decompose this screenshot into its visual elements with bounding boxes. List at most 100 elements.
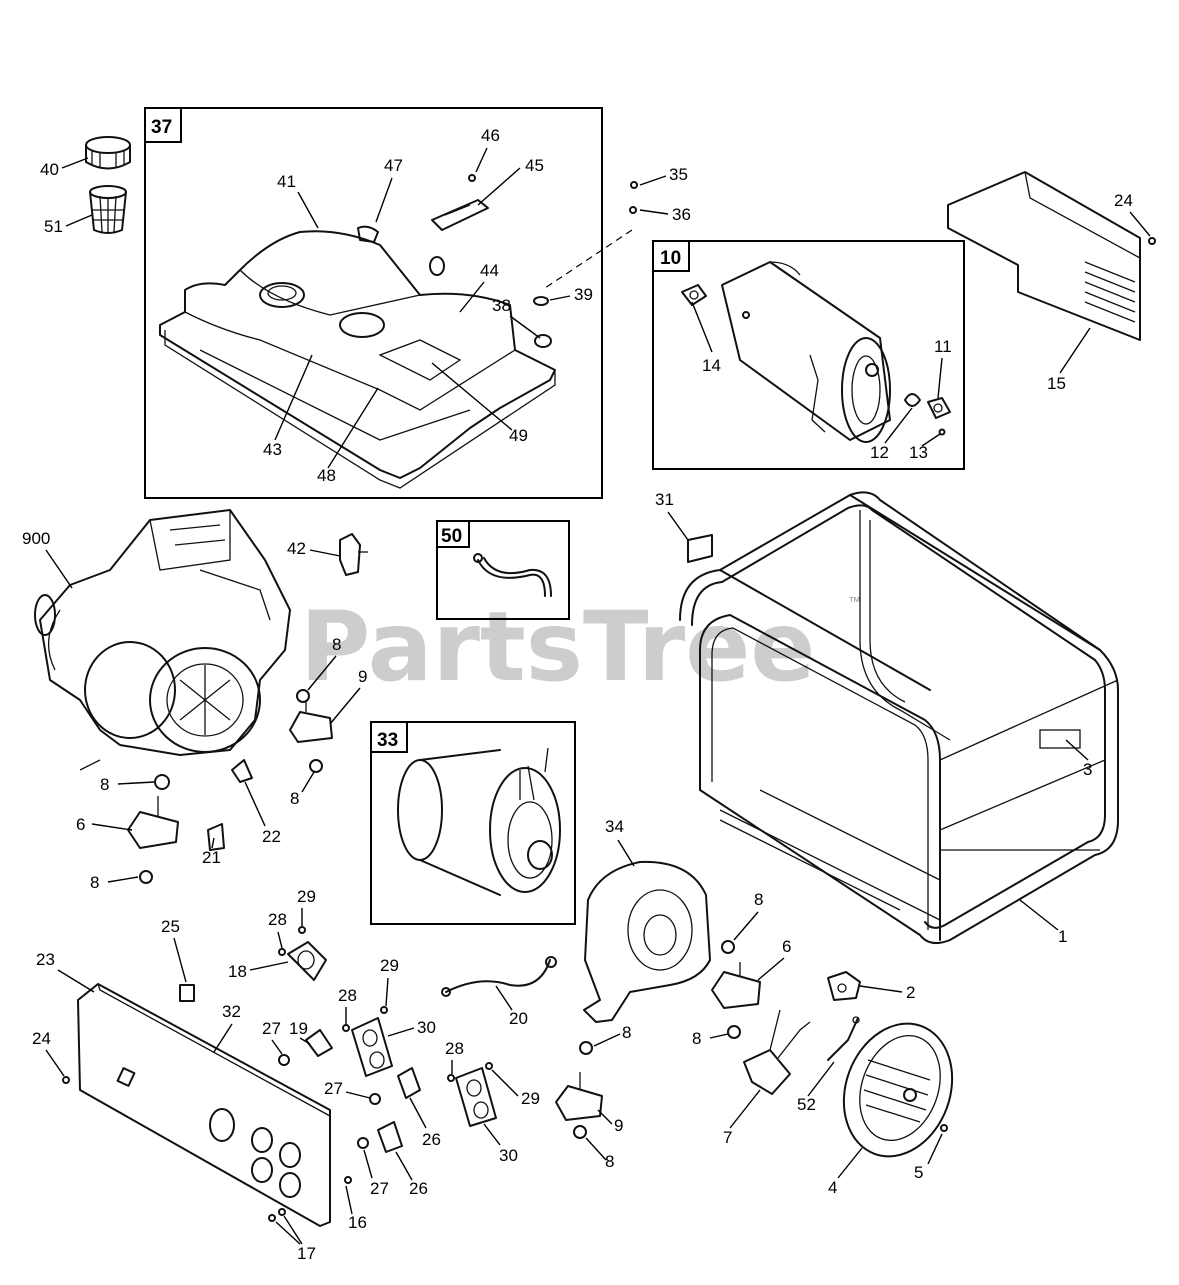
heat-shield-icon	[947, 171, 1141, 341]
label-47: 47	[384, 156, 403, 175]
label-51: 51	[44, 217, 63, 236]
screw-icon	[298, 926, 306, 934]
alternator-box: 33	[370, 721, 576, 925]
box-33-tag: 33	[377, 730, 398, 751]
label-8-g: 8	[622, 1023, 631, 1042]
label-28-b: 28	[338, 986, 357, 1005]
baffle-icon	[207, 823, 225, 851]
label-19: 19	[289, 1019, 308, 1038]
label-8-b: 8	[290, 789, 299, 808]
label-22: 22	[262, 827, 281, 846]
engine-icon	[34, 509, 291, 771]
label-45: 45	[525, 156, 544, 175]
label-27-c: 27	[370, 1179, 389, 1198]
label-52: 52	[797, 1095, 816, 1114]
label-14: 14	[702, 356, 721, 375]
assembly-line	[544, 229, 633, 289]
label-2: 2	[906, 983, 915, 1002]
end-cover-icon	[842, 1022, 954, 1158]
box-10-tag: 10	[660, 248, 681, 269]
label-17: 17	[297, 1244, 316, 1263]
label-18: 18	[228, 962, 247, 981]
label-21: 21	[202, 848, 221, 867]
label-44: 44	[480, 261, 499, 280]
nut-icon	[369, 1093, 381, 1105]
receptacle-icon	[287, 941, 327, 981]
label-8-a: 8	[332, 635, 341, 654]
label-3: 3	[1083, 760, 1092, 779]
screw-icon	[268, 1214, 276, 1222]
label-20: 20	[509, 1009, 528, 1028]
label-8-h: 8	[605, 1152, 614, 1171]
label-32: 32	[222, 1002, 241, 1021]
trademark-symbol: ™	[848, 594, 861, 609]
nut-icon	[357, 1137, 369, 1149]
label-38: 38	[492, 296, 511, 315]
label-7: 7	[723, 1128, 732, 1147]
screw-icon	[485, 1062, 493, 1070]
vibration-mount-icon	[127, 796, 179, 849]
alternator-rotor-icon	[397, 747, 561, 896]
fuel-valve-icon	[339, 533, 368, 576]
label-6-b: 6	[782, 937, 791, 956]
nut-icon	[278, 1054, 290, 1066]
label-26-b: 26	[409, 1179, 428, 1198]
generator-frame-icon	[679, 491, 1119, 945]
duplex-outlet-icon	[455, 1067, 497, 1127]
nut-icon	[721, 940, 735, 954]
exhaust-gasket-icon	[681, 284, 707, 306]
nut-icon	[139, 870, 153, 884]
label-29-a: 29	[297, 887, 316, 906]
washer-icon	[534, 334, 552, 348]
screw-icon	[380, 1006, 388, 1014]
screw-icon	[278, 1208, 286, 1216]
tank-grommet-icon	[357, 225, 445, 276]
screw-icon	[344, 1176, 352, 1184]
fuel-strainer-icon	[89, 185, 127, 234]
label-41: 41	[277, 172, 296, 191]
label-27-a: 27	[262, 1019, 281, 1038]
fuel-gauge-icon	[431, 174, 489, 231]
label-40: 40	[40, 160, 59, 179]
label-6-a: 6	[76, 815, 85, 834]
muffler-icon	[721, 261, 891, 443]
label-34: 34	[605, 817, 624, 836]
label-42: 42	[287, 539, 306, 558]
nut-icon	[309, 759, 323, 773]
label-29-b: 29	[380, 956, 399, 975]
label-11: 11	[934, 337, 952, 356]
label-25: 25	[161, 917, 180, 936]
label-8-d: 8	[90, 873, 99, 892]
stator-housing-icon	[583, 860, 711, 1023]
bolt-icon	[630, 181, 638, 189]
label-27-b: 27	[324, 1079, 343, 1098]
label-30-b: 30	[499, 1146, 518, 1165]
label-13: 13	[909, 443, 928, 462]
switch-icon	[179, 984, 195, 1002]
screw-icon	[342, 1024, 350, 1032]
duplex-outlet-icon	[351, 1017, 393, 1077]
nut-icon	[296, 689, 310, 703]
label-8-f: 8	[692, 1029, 701, 1048]
nut-icon	[727, 1025, 741, 1039]
muffler-box: 10 14 11 12 13	[652, 240, 965, 470]
ground-wire-icon	[445, 959, 551, 993]
label-35: 35	[669, 165, 688, 184]
label-29-c: 29	[521, 1089, 540, 1108]
label-1: 1	[1058, 927, 1067, 946]
label-48: 48	[317, 466, 336, 485]
fuel-tank-box: 37 41 47 46 45	[144, 107, 603, 499]
label-24-top: 24	[1114, 191, 1133, 210]
fuel-line-box: 50	[436, 520, 570, 620]
vibration-mount-icon	[711, 962, 761, 1009]
label-39: 39	[574, 285, 593, 304]
label-16: 16	[348, 1213, 367, 1232]
screw-icon	[940, 1124, 948, 1132]
label-43: 43	[263, 440, 282, 459]
label-28-c: 28	[445, 1039, 464, 1058]
label-4: 4	[828, 1178, 837, 1197]
circuit-breaker-icon	[827, 971, 861, 1001]
screw-icon	[629, 206, 637, 214]
label-46: 46	[481, 126, 500, 145]
